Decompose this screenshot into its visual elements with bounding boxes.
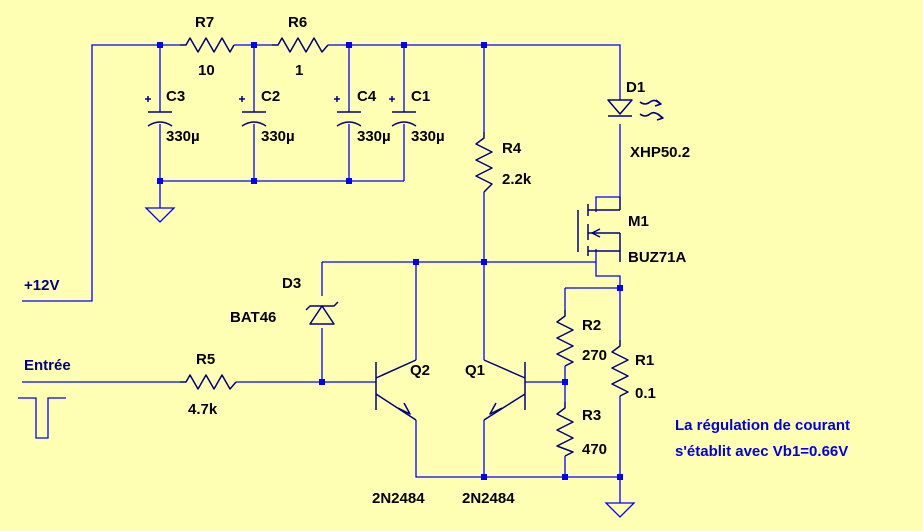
- r2-value: 270: [582, 347, 607, 364]
- q1-value: 2N2484: [462, 490, 515, 507]
- c2-value: 330µ: [261, 128, 295, 145]
- r1-ref: R1: [635, 352, 654, 369]
- q1-ref: Q1: [465, 362, 485, 379]
- junctions: [157, 42, 623, 480]
- diode-d3: [305, 301, 339, 325]
- net-label-input: Entrée: [24, 357, 71, 374]
- d1-value: XHP50.2: [630, 144, 690, 161]
- resistor-r1: [611, 340, 629, 397]
- r3-value: 470: [582, 441, 607, 458]
- transistor-q2: [375, 359, 417, 421]
- r7-ref: R7: [195, 14, 214, 31]
- d3-ref: D3: [282, 275, 301, 292]
- note-line-1: La régulation de courant: [675, 417, 850, 434]
- q2-ref: Q2: [410, 362, 430, 379]
- resistor-r3: [556, 402, 574, 457]
- c3-value: 330µ: [166, 128, 200, 145]
- transistor-q1: [483, 359, 526, 421]
- capacitor-c1: [389, 96, 417, 127]
- r6-ref: R6: [288, 14, 307, 31]
- c4-ref: C4: [357, 88, 377, 105]
- m1-ref: M1: [628, 213, 649, 230]
- r7-value: 10: [198, 62, 215, 79]
- r4-ref: R4: [502, 140, 522, 157]
- note-line-2: s'établit avec Vb1=0.66V: [675, 443, 848, 460]
- r3-ref: R3: [582, 407, 601, 424]
- input-pulse-icon: [18, 397, 66, 439]
- m1-value: BUZ71A: [628, 249, 687, 266]
- resistor-r2: [556, 310, 574, 367]
- r1-value: 0.1: [635, 385, 656, 402]
- resistor-r7: [180, 37, 235, 53]
- d1-ref: D1: [626, 79, 645, 96]
- capacitor-c3: [145, 96, 173, 127]
- c2-ref: C2: [261, 88, 280, 105]
- ground-icon: [144, 207, 176, 223]
- r2-ref: R2: [582, 317, 601, 334]
- r5-value: 4.7k: [188, 401, 218, 418]
- c1-value: 330µ: [411, 128, 445, 145]
- capacitor-c4: [334, 96, 362, 127]
- ground-icon: [604, 502, 636, 518]
- led-d1: [607, 99, 664, 121]
- d3-value: BAT46: [230, 309, 276, 326]
- r6-value: 1: [295, 62, 303, 79]
- c1-ref: C1: [411, 88, 430, 105]
- c4-value: 330µ: [357, 128, 391, 145]
- resistor-r4: [475, 132, 493, 193]
- resistor-r6: [272, 37, 329, 53]
- capacitor-c2: [239, 96, 267, 127]
- q2-value: 2N2484: [372, 490, 425, 507]
- resistor-r5: [180, 374, 237, 390]
- mosfet-m1: [577, 197, 621, 262]
- r5-ref: R5: [196, 351, 215, 368]
- wires: [22, 44, 621, 503]
- c3-ref: C3: [166, 88, 185, 105]
- net-label-supply: +12V: [24, 277, 59, 294]
- r4-value: 2.2k: [502, 171, 532, 188]
